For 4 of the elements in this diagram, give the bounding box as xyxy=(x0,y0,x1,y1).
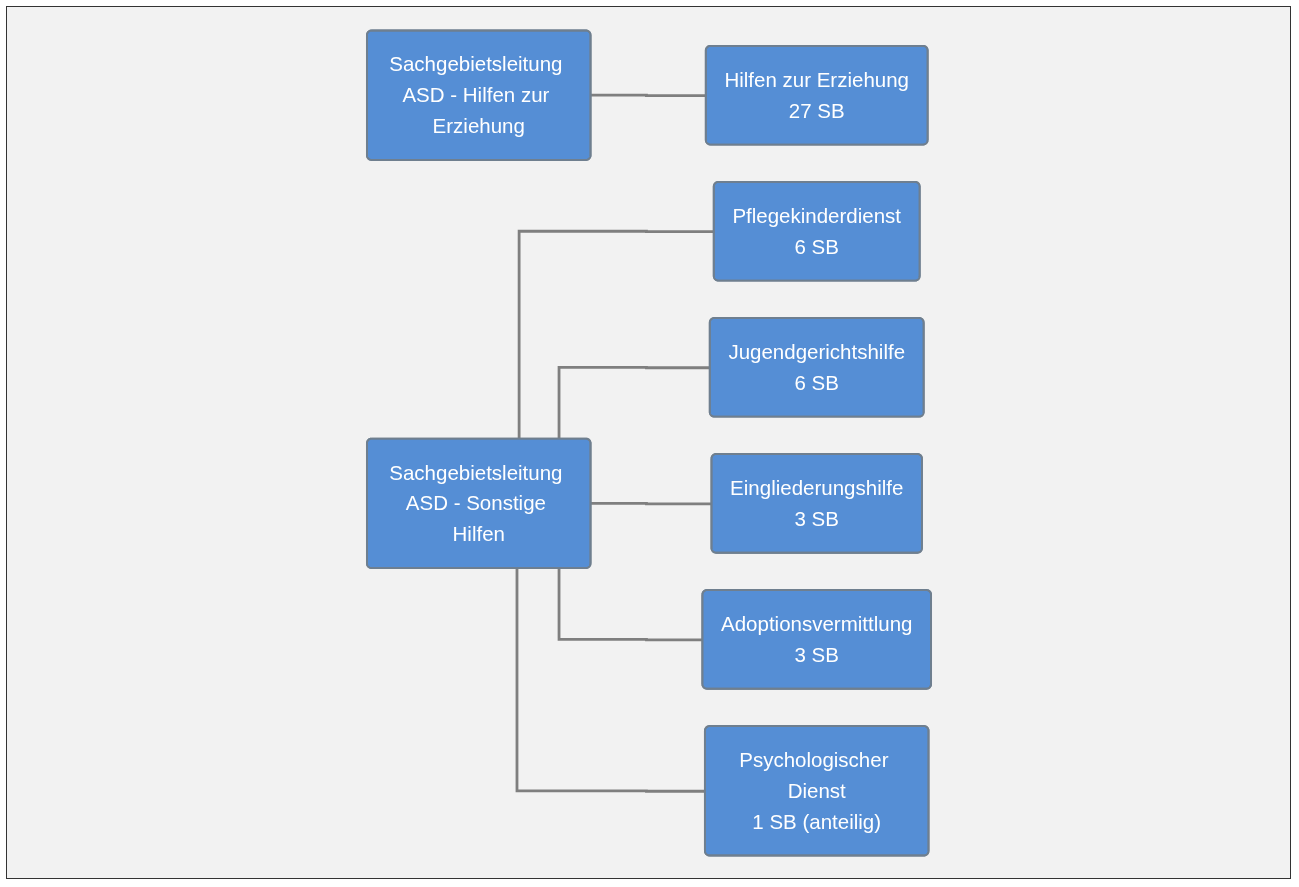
connector xyxy=(517,229,714,439)
org-chart: Sachgebietsleitung ASD - Hilfen zur Erziehung Hilfen zur Erziehung 27 SB Sachgebietsleitung ASD - Sonstige Hilfen Pflegekinderdienst 6 SB Jugendgerichtshilfe 6 SB Eingliederungshilfe 3 SB Adoptionsvermittlung 3 SB Psychologischer Dienst 1 SB (anteilig) xyxy=(28,22,1269,863)
connector xyxy=(515,568,705,793)
connector xyxy=(557,365,710,439)
